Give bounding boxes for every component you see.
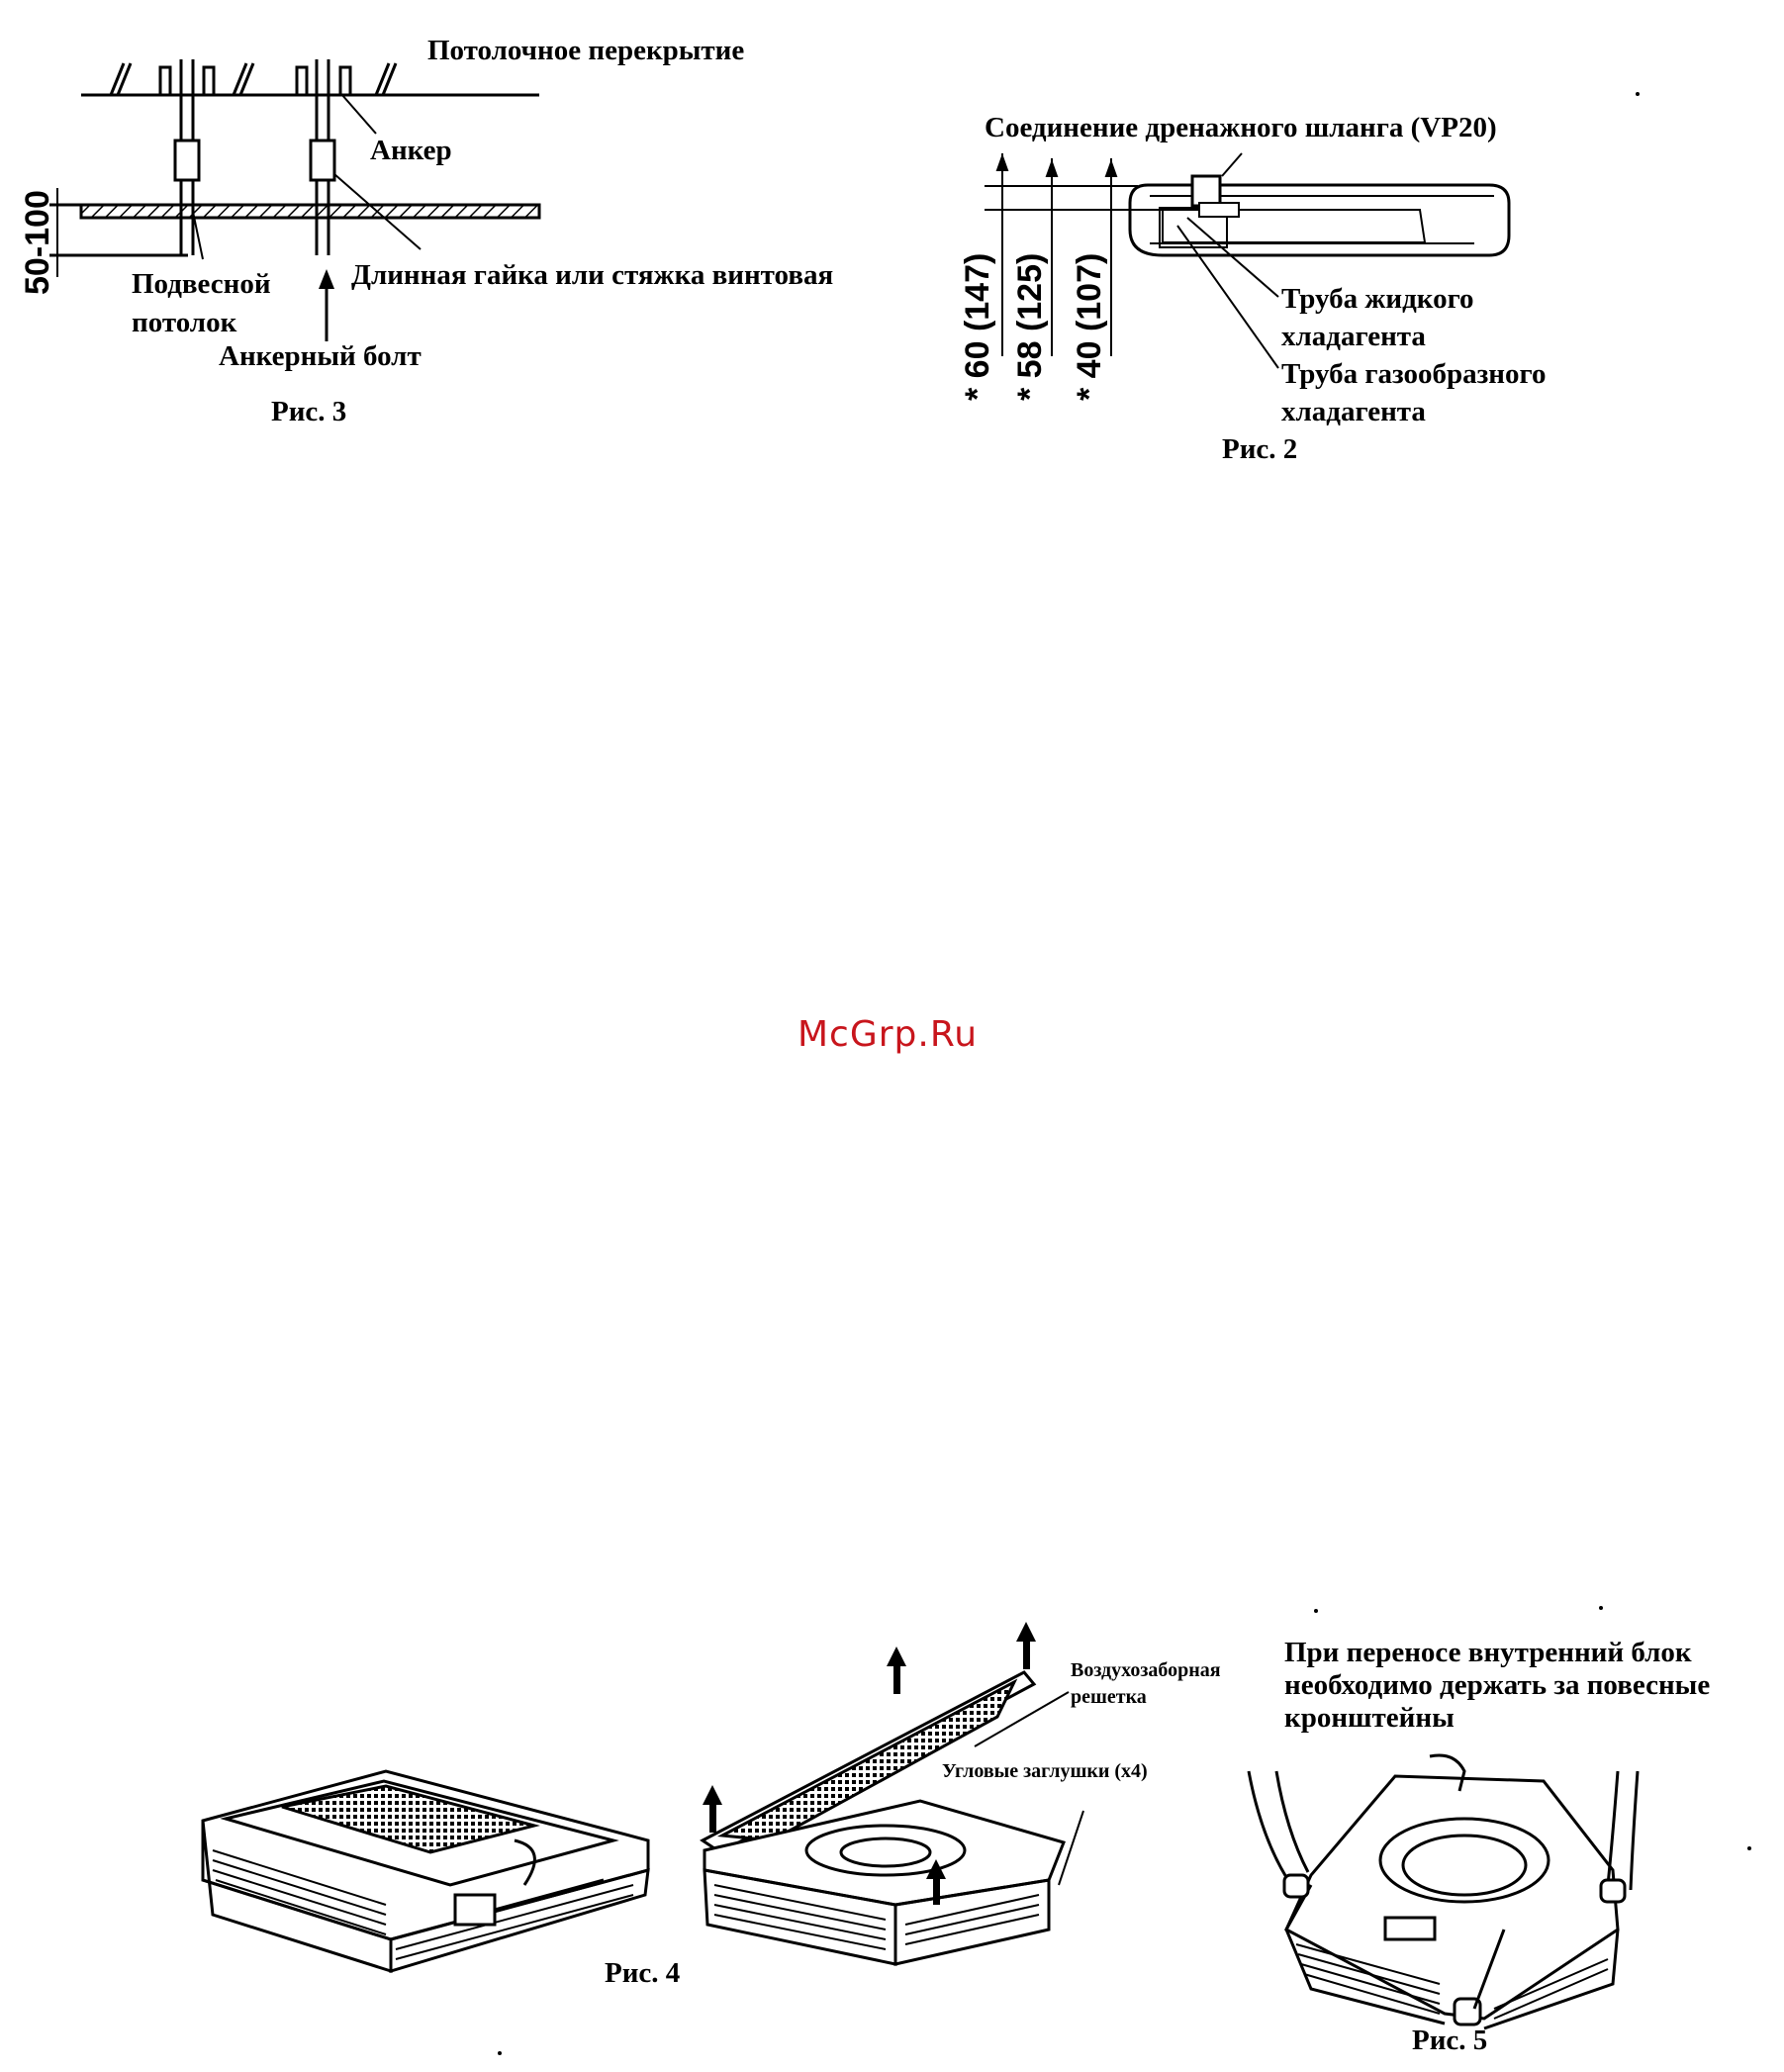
fig3-slab-hatch xyxy=(109,62,398,96)
fig2-liquid-pipe-label-2: хладагента xyxy=(1281,321,1426,352)
fig5-note-line-1: При переносе внутренний блок xyxy=(1284,1637,1692,1668)
fig2-dimension-2: * 58 (125) xyxy=(1011,252,1049,401)
fig4-grille-label-2: решетка xyxy=(1071,1686,1147,1708)
fig3-anchor-label: Анкер xyxy=(370,135,452,166)
fig2-gas-pipe-label-1: Труба газообразного xyxy=(1281,358,1547,390)
fig4-lift-arrows xyxy=(703,1622,1036,1905)
fig2-liquid-pipe-label-1: Труба жидкого xyxy=(1281,283,1474,315)
watermark: McGrp.Ru xyxy=(798,1014,979,1055)
fig4-unit-open xyxy=(700,1622,1084,1966)
fig3-anchor-bolt-label: Анкерный болт xyxy=(219,340,422,372)
fig3-caption: Рис. 3 xyxy=(271,396,347,427)
fig4-corner-caps-label: Угловые заглушки (x4) xyxy=(942,1760,1148,1782)
fig3-long-nut-label: Длинная гайка или стяжка винтовая xyxy=(351,259,834,291)
fig2-caption: Рис. 2 xyxy=(1222,433,1298,465)
fig2-drain-label: Соединение дренажного шланга (VP20) xyxy=(985,112,1497,143)
fig4-caption: Рис. 4 xyxy=(605,1957,681,1989)
fig5-caption: Рис. 5 xyxy=(1412,2025,1488,2056)
fig3-suspended-ceiling-label-1: Подвесной xyxy=(132,268,271,300)
scan-specks xyxy=(498,92,1751,2055)
fig5-note-line-2: необходимо держать за повесные xyxy=(1284,1669,1711,1701)
fig2-dimension-1: * 60 (147) xyxy=(959,252,996,401)
fig2-gas-pipe-label-2: хладагента xyxy=(1281,396,1426,427)
fig4-grille-label-1: Воздухозаборная xyxy=(1071,1659,1221,1681)
fig3-dimension-label: 50-100 xyxy=(19,190,56,295)
fig4-unit-closed xyxy=(201,1769,650,1974)
fig3-drawing xyxy=(49,59,541,341)
fig3-ceiling-slab-label: Потолочное перекрытие xyxy=(427,35,745,66)
fig2-drawing xyxy=(985,152,1511,369)
fig3-suspended-ceiling-label-2: потолок xyxy=(132,307,237,338)
fig5-note-line-3: кронштейны xyxy=(1284,1702,1455,1734)
fig2-dimension-3: * 40 (107) xyxy=(1071,252,1108,401)
fig5-drawing xyxy=(1247,1753,1640,2030)
